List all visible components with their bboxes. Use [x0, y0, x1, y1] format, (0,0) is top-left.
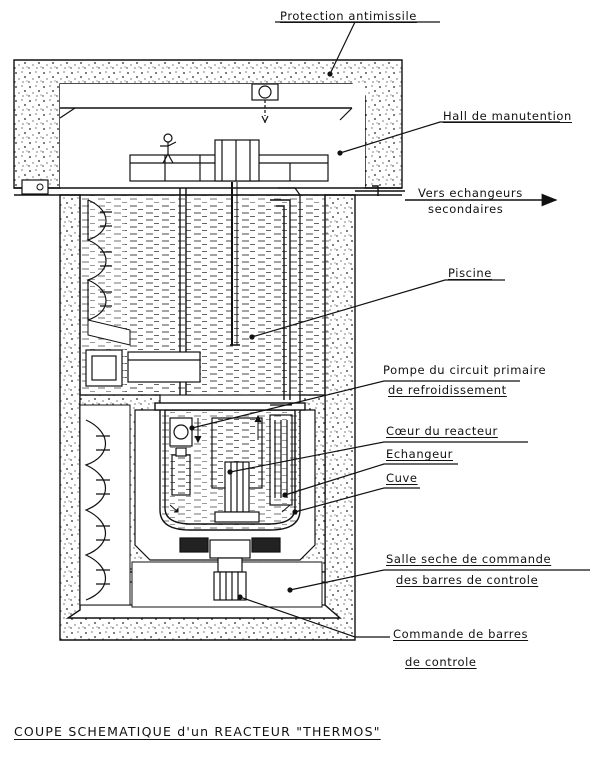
reactor-pool [79, 182, 330, 400]
lower-staircase [84, 419, 110, 601]
label-salle-seche-2: des barres de controle [396, 573, 539, 587]
label-piscine: Piscine [448, 266, 492, 280]
label-protection-antimissile: Protection antimissile [280, 9, 417, 23]
operator-figure [160, 133, 177, 164]
handling-hall [14, 83, 402, 196]
label-echangeur: Echangeur [386, 447, 454, 461]
label-vers-echangeurs: Vers echangeurs [418, 186, 523, 200]
label-hall-manutention: Hall de manutention [443, 109, 572, 123]
label-commande-barres-2: de controle [405, 655, 477, 669]
leader-lines [189, 21, 590, 638]
label-pompe-2: de refroidissement [388, 383, 507, 397]
crane-trolley [251, 83, 279, 124]
upper-staircase [86, 199, 112, 321]
secondary-pipe [355, 185, 558, 207]
label-pompe-1: Pompe du circuit primaire [383, 363, 547, 377]
label-salle-seche-1: Salle seche de commande [386, 552, 552, 566]
label-cuve: Cuve [386, 471, 418, 485]
figure-caption: COUPE SCHEMATIQUE d'un REACTEUR "THERMOS… [14, 724, 381, 739]
label-coeur-reacteur: Cœur du reacteur [386, 424, 498, 438]
control-rod-drive [179, 537, 281, 601]
label-secondaires: secondaires [428, 202, 504, 216]
label-commande-barres-1: Commande de barres [393, 627, 529, 641]
pool-ledge-equipment [85, 349, 201, 387]
primary-pump [169, 417, 193, 496]
hall-equipment-box [21, 179, 49, 195]
